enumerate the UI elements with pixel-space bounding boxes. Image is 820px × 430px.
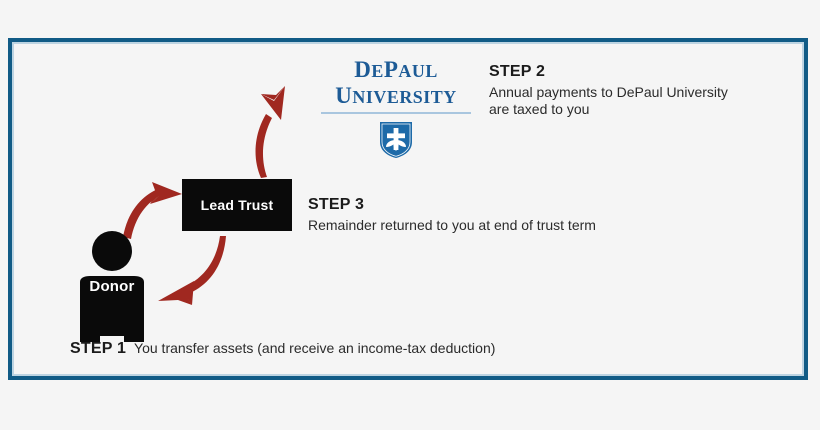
step-3-block: STEP 3 Remainder returned to you at end … (308, 196, 668, 234)
step-1-heading: STEP 1 (70, 340, 127, 357)
step-2-body-line-2: are taxed to you (489, 101, 590, 117)
step-2-block: STEP 2 Annual payments to DePaul Univers… (489, 63, 789, 118)
step-3-body: Remainder returned to you at end of trus… (308, 217, 596, 233)
step-1-block: STEP 1 You transfer assets (and receive … (70, 340, 495, 358)
depaul-shield-crest-icon (380, 122, 412, 158)
lead-trust-node: Lead Trust (182, 179, 292, 231)
logo-wordmark-line-1: DEPAUL (354, 57, 438, 82)
depaul-university-logo: DEPAUL UNIVERSITY (316, 58, 476, 159)
step-2-heading: STEP 2 (489, 63, 546, 80)
donor-person-icon (80, 231, 144, 342)
lead-trust-label: Lead Trust (200, 197, 274, 213)
donor-node: Donor (62, 230, 162, 342)
step-2-body-line-1: Annual payments to DePaul University (489, 84, 728, 100)
step-1-body: You transfer assets (and receive an inco… (134, 340, 496, 356)
shield-wrapper (316, 121, 476, 159)
step-3-heading: STEP 3 (308, 196, 365, 213)
logo-wordmark-line-2: UNIVERSITY (335, 83, 457, 108)
logo-divider-rule (321, 112, 471, 114)
